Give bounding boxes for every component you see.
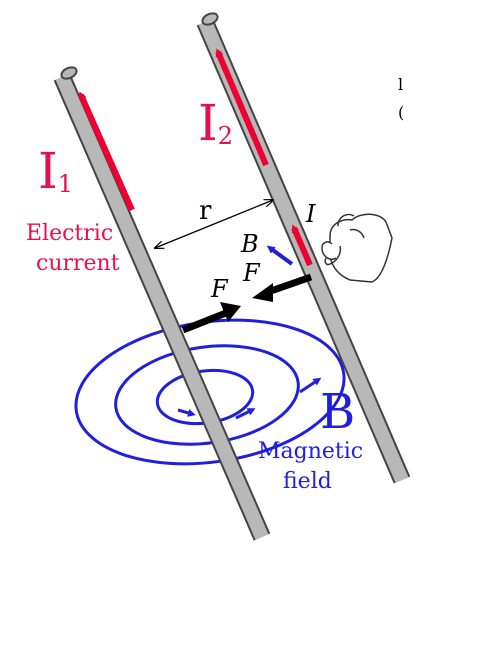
force-f-right-label: F xyxy=(242,259,261,287)
magnetic-label: Magnetic xyxy=(258,439,363,464)
force-f-left-label: F xyxy=(210,275,229,303)
electric-label: Electric xyxy=(26,221,113,246)
separation-dimension xyxy=(155,200,273,248)
clipped-text-1: l xyxy=(398,75,403,94)
current-arrow-wire-2 xyxy=(215,48,269,167)
current-2-label: I2 xyxy=(198,94,233,152)
force-arrows xyxy=(181,273,313,334)
current-arrow-wire-1 xyxy=(78,91,135,212)
force-arrow-on-wire-1 xyxy=(181,309,228,334)
field-label: field xyxy=(283,469,332,494)
labels: I1 I2 Electric current r I B F F B Magne… xyxy=(26,75,404,494)
field-vector-arrow xyxy=(266,245,294,266)
current-i-label: I xyxy=(305,200,316,228)
separation-r-label: r xyxy=(199,196,212,226)
current-arrow-wire-2-lower xyxy=(291,224,313,267)
field-b-small-label: B xyxy=(240,230,259,258)
clipped-text-2: ( xyxy=(398,103,404,122)
field-arrow-outer xyxy=(299,377,322,394)
current-1-label: I1 xyxy=(38,142,73,200)
force-arrowhead-on-wire-1 xyxy=(220,302,241,322)
force-arrowhead-on-wire-2 xyxy=(252,283,273,302)
field-arrow-inner xyxy=(177,408,196,417)
hand-icon xyxy=(321,213,393,283)
field-arrow-middle xyxy=(235,408,256,420)
force-arrow-on-wire-2 xyxy=(266,273,313,296)
current-label: current xyxy=(36,251,120,276)
current-arrows xyxy=(78,48,313,267)
field-b-big-label: B xyxy=(320,384,355,440)
wire-1 xyxy=(53,66,271,541)
